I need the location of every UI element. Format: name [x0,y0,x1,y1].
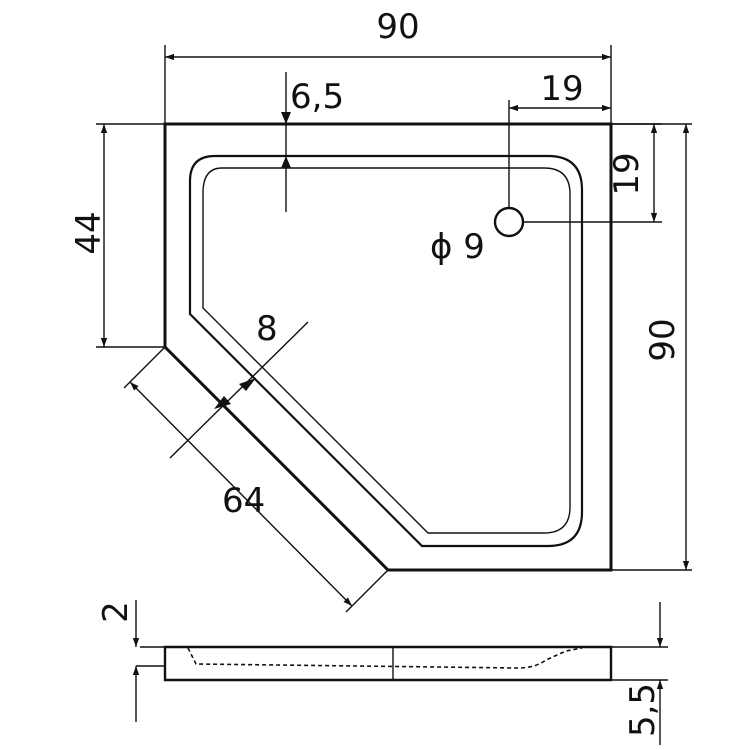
label-width-top: 90 [376,7,419,47]
ext-line-diag-left [123,346,166,389]
dim-line-diagonal-length [129,381,353,607]
rim-arrow-up [281,156,291,168]
label-side-total-height: 5,5 [623,683,663,737]
label-rim-width: 6,5 [290,77,344,117]
basin-inner-contour [202,167,571,534]
side-view-basin-profile [187,647,583,669]
side-view-outline [163,645,613,682]
label-drain-offset-x: 19 [540,69,583,109]
label-diagonal-rim: 8 [256,309,278,349]
drain-circle [493,206,525,238]
diag-rim-arrow-b [239,378,256,391]
label-side-rim-height: 2 [96,601,136,623]
label-diagonal-length: 64 [222,481,265,521]
label-drain-diameter: ϕ 9 [430,227,485,267]
label-drain-offset-y: 19 [607,152,647,195]
basin-outer-contour [188,154,584,548]
label-height-right: 90 [643,318,683,361]
ext-line-diag-right [345,569,389,613]
label-left-edge: 44 [69,211,109,254]
tray-outline [163,122,613,572]
dim-line-diagonal-rim [169,321,309,459]
rim-arrow-down [281,112,291,124]
